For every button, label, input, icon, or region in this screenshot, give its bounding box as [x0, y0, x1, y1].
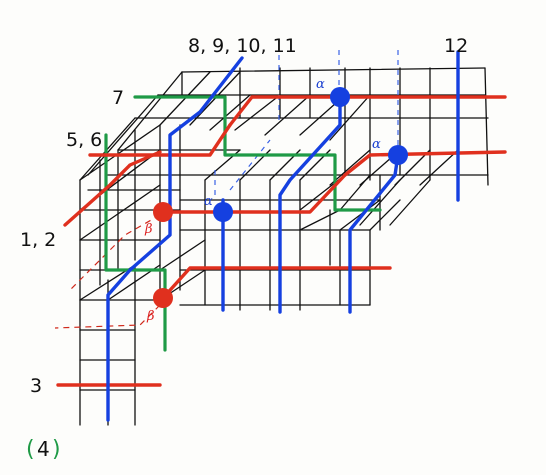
alpha-label-mid: α	[204, 194, 213, 209]
node-alpha-mid	[213, 202, 233, 222]
figure-number-label: 4	[37, 437, 50, 461]
beta-label-upper: β	[144, 222, 153, 237]
svg-text:): )	[52, 437, 61, 462]
nodes	[153, 87, 408, 308]
node-beta-upper	[153, 202, 173, 222]
cube-grid	[79, 67, 489, 426]
label-seven: 7	[112, 87, 124, 109]
dashed-guides-blue	[214, 50, 399, 195]
node-alpha-top	[330, 87, 350, 107]
dashed-guides-red	[54, 214, 161, 329]
blue-wires	[106, 50, 460, 422]
node-beta-lower	[153, 288, 173, 308]
node-alpha-right	[388, 145, 408, 165]
label-five-six: 5, 6	[66, 129, 102, 151]
label-three: 3	[30, 375, 42, 397]
label-top: 8, 9, 10, 11	[188, 35, 297, 57]
alpha-label-right: α	[372, 137, 381, 152]
alpha-label-top: α	[316, 77, 325, 92]
beta-label-lower: β	[146, 309, 155, 324]
label-one-two: 1, 2	[20, 229, 56, 251]
label-top-right: 12	[444, 35, 468, 57]
figure-number: ( 4 )	[26, 437, 61, 462]
svg-text:(: (	[26, 437, 35, 462]
